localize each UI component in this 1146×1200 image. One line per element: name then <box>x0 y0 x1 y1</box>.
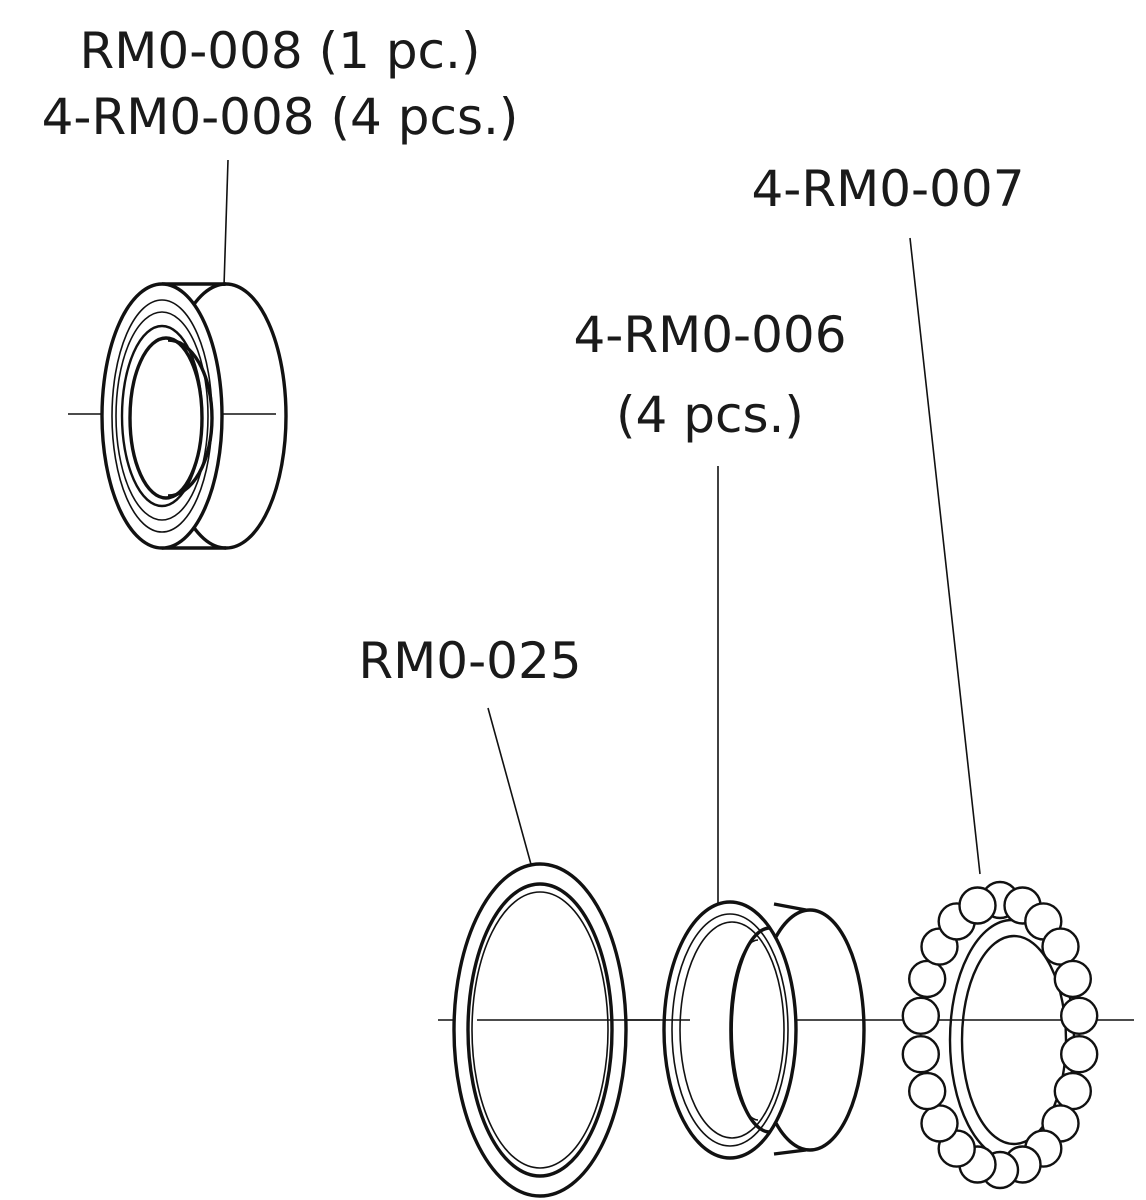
flat-ring-icon <box>452 862 660 1198</box>
cage-ball <box>901 996 940 1035</box>
cage-ball <box>1059 996 1099 1035</box>
cage-ball <box>1053 959 1093 999</box>
cage-ball <box>1059 1034 1099 1074</box>
cage-ball <box>920 1104 959 1143</box>
cage-ball <box>908 959 947 999</box>
leader-line-rm0-007 <box>909 237 981 875</box>
label-rm0-008-single: RM0-008 (1 pc.) <box>80 22 481 80</box>
cage-ball <box>1041 927 1080 966</box>
cage-ball <box>901 1034 940 1074</box>
label-rm0-008-four: 4-RM0-008 (4 pcs.) <box>42 88 519 146</box>
bearing-cup-icon <box>662 900 866 1160</box>
cage-ball <box>958 886 997 925</box>
cage-ball <box>908 1071 947 1111</box>
leader-line-rm0-008 <box>223 159 229 287</box>
ball-cage-icon <box>901 880 1099 1190</box>
label-rm0-006-qty: (4 pcs.) <box>616 386 804 444</box>
sealed-bearing-icon <box>100 282 288 550</box>
leader-line-rm0-025 <box>487 707 533 869</box>
label-rm0-007: 4-RM0-007 <box>751 160 1024 218</box>
label-rm0-006-code: 4-RM0-006 <box>573 306 846 364</box>
cage-ball <box>1053 1071 1093 1111</box>
label-rm0-025: RM0-025 <box>358 632 581 690</box>
